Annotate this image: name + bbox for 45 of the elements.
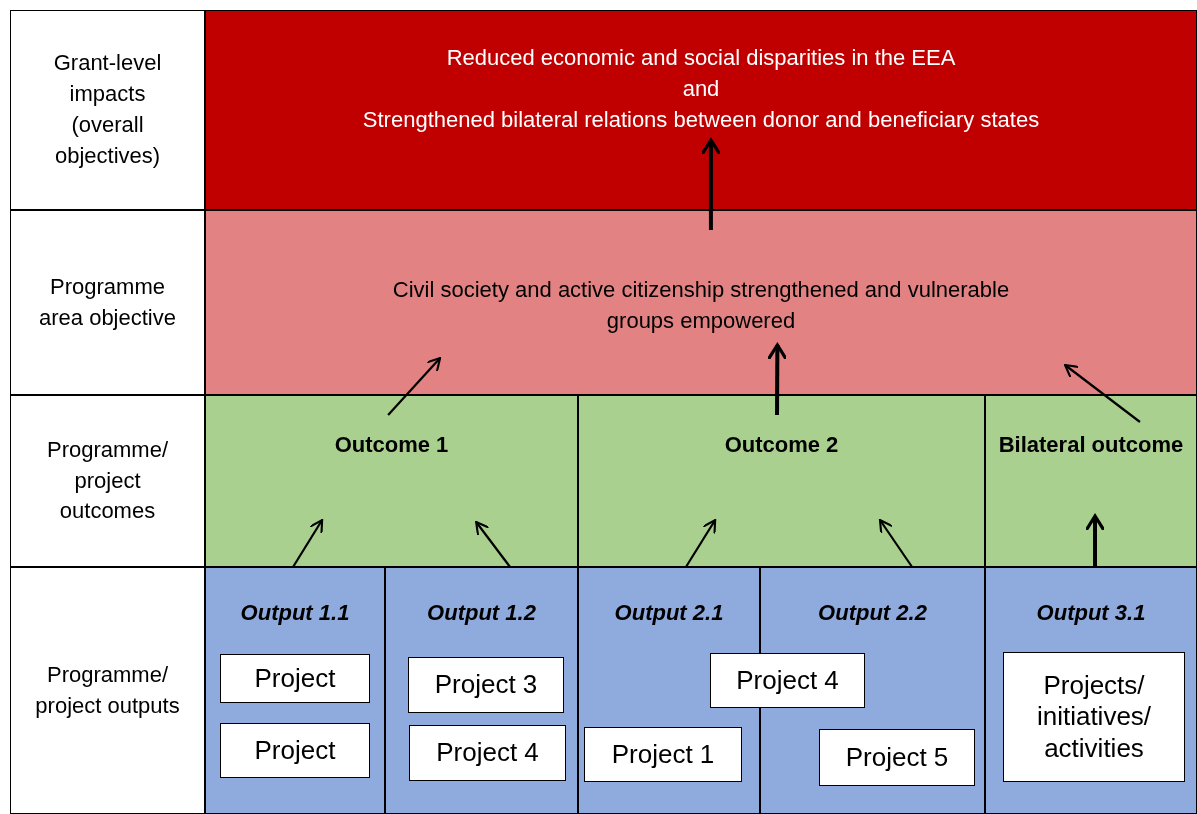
project-box: Project 3 (408, 657, 564, 713)
project-box: Project 4 (409, 725, 566, 781)
row-header-cell (10, 567, 205, 814)
outcome-cell (578, 395, 985, 567)
row-header-text: Programme area objective (38, 272, 177, 332)
project-box: Project (220, 723, 370, 778)
outcome-cell (985, 395, 1197, 567)
row-header-cell (10, 10, 205, 210)
output-heading: Output 3.1 (1035, 599, 1147, 627)
outcome-heading: Bilateral outcome (997, 431, 1185, 459)
outcome-heading: Outcome 2 (723, 431, 840, 459)
output-heading: Output 1.2 (426, 599, 537, 627)
output-cell (205, 567, 385, 814)
arrow (475, 520, 511, 568)
impact-text: Strengthened bilateral relations between donor and beneficiary states (361, 105, 1041, 134)
arrow (685, 518, 717, 568)
output-heading: Output 2.1 (613, 599, 725, 627)
objective-band (205, 210, 1197, 395)
impact-text: and (681, 74, 721, 103)
row-header-cell (10, 395, 205, 567)
output-cell (385, 567, 578, 814)
impact-text: Reduced economic and social disparities in the EEA (445, 44, 957, 72)
arrow (387, 356, 442, 416)
output-cell (985, 567, 1197, 814)
arrow (878, 518, 913, 568)
row-header-cell (10, 210, 205, 395)
row-header-text: Programme/ project outcomes (45, 435, 169, 526)
arrow (1084, 514, 1106, 567)
row-header-text: Grant-level impacts (overall objectives) (52, 49, 163, 170)
arrow (1064, 363, 1141, 423)
project-box: Project 5 (819, 729, 975, 786)
arrow (766, 343, 788, 415)
outcome-cell (205, 395, 578, 567)
output-heading: Output 1.1 (239, 599, 351, 627)
output-heading: Output 2.2 (817, 599, 928, 627)
impact-band (205, 10, 1197, 210)
outcome-heading: Outcome 1 (333, 431, 450, 459)
objective-text: Civil society and active citizenship strengthened and vulnerable groups empowered (391, 276, 1011, 335)
arrow (700, 138, 722, 230)
project-box: Project 1 (584, 727, 742, 782)
arrow (292, 518, 324, 568)
project-box: Project 4 (710, 653, 865, 708)
row-header-text: Programme/ project outputs (34, 660, 181, 720)
project-box: Project (220, 654, 370, 703)
project-box: Projects/ initiatives/ activities (1003, 652, 1185, 782)
